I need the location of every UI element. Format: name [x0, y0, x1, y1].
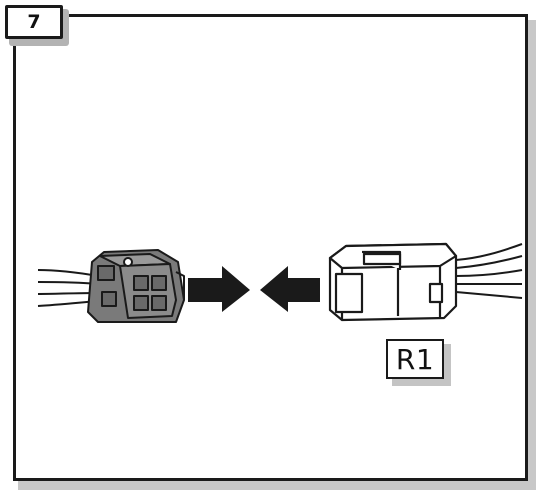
right-wires [455, 243, 523, 299]
male-connector-icon [328, 242, 458, 322]
connector-label: R1 [395, 342, 435, 376]
step-number: 7 [27, 11, 41, 33]
step-number-badge: 7 [5, 5, 63, 39]
connector-label-box: R1 [386, 339, 444, 379]
arrow-right-icon [188, 266, 250, 312]
arrow-left-icon [260, 266, 320, 312]
female-connector-icon [87, 249, 185, 323]
